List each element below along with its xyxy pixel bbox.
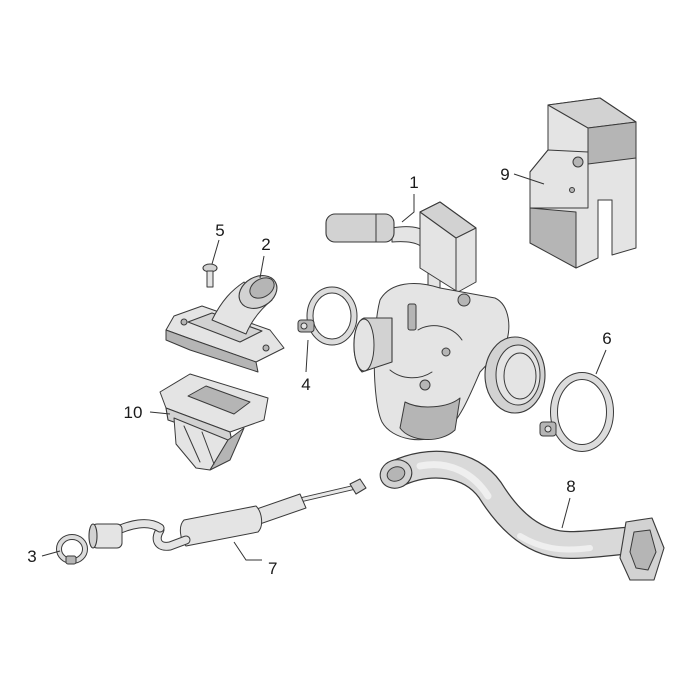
leader-4 bbox=[305, 339, 309, 373]
callout-8: 8 bbox=[566, 477, 575, 496]
callout-labels: 1 2 3 4 5 6 7 8 9 10 bbox=[27, 165, 611, 578]
leader-2 bbox=[259, 255, 265, 279]
callout-6: 6 bbox=[602, 329, 611, 348]
callout-1: 1 bbox=[409, 173, 418, 192]
leader-lines bbox=[41, 173, 607, 561]
callout-3: 3 bbox=[27, 547, 36, 566]
part-9-cover bbox=[529, 97, 637, 269]
leader-1 bbox=[401, 194, 415, 223]
leader-10 bbox=[149, 411, 171, 415]
leader-9 bbox=[513, 173, 545, 185]
callout-5: 5 bbox=[215, 221, 224, 240]
callout-4: 4 bbox=[301, 375, 310, 394]
part-1-carburetor bbox=[325, 201, 546, 441]
leader-8 bbox=[561, 497, 571, 529]
part-5-screw bbox=[202, 263, 218, 288]
leader-7 bbox=[233, 541, 262, 561]
part-7-breather bbox=[88, 478, 367, 551]
callout-2: 2 bbox=[261, 235, 270, 254]
part-2-manifold bbox=[165, 275, 285, 373]
callout-9: 9 bbox=[500, 165, 509, 184]
part-3-clamp bbox=[56, 534, 88, 565]
leader-6 bbox=[595, 349, 607, 375]
callout-7: 7 bbox=[268, 559, 277, 578]
part-8-hose bbox=[379, 450, 665, 581]
part-10-reed-valve bbox=[159, 373, 269, 471]
callout-10: 10 bbox=[124, 403, 143, 422]
leader-5 bbox=[211, 239, 220, 265]
leader-3 bbox=[41, 550, 61, 557]
part-4-clamp bbox=[297, 286, 358, 346]
part-6-clamp bbox=[539, 372, 614, 452]
